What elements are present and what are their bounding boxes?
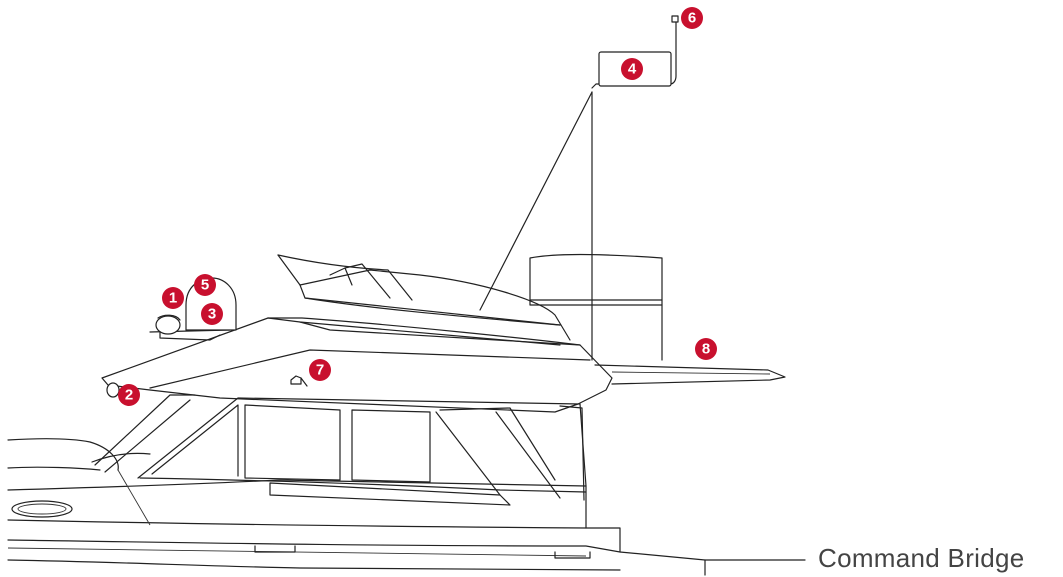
svg-text:8: 8 [702, 341, 710, 358]
mast [479, 15, 679, 361]
diagram-caption: Command Bridge [818, 543, 1025, 573]
callout-1: 1 [162, 287, 184, 309]
flybridge-roof [101, 317, 786, 413]
callout-6: 6 [681, 7, 703, 29]
callout-7: 7 [309, 359, 331, 381]
cabin [94, 394, 587, 506]
svg-text:2: 2 [125, 387, 133, 404]
hardtop [529, 253, 663, 361]
svg-text:6: 6 [688, 10, 696, 27]
svg-text:1: 1 [169, 290, 177, 307]
callout-5: 5 [194, 274, 216, 296]
roof-equipment [106, 277, 308, 398]
windscreen-arch [277, 254, 571, 341]
svg-text:3: 3 [208, 306, 216, 323]
svg-text:5: 5 [201, 277, 209, 294]
callout-2: 2 [118, 384, 140, 406]
callout-3: 3 [201, 303, 223, 325]
svg-text:7: 7 [316, 362, 324, 379]
callout-4: 4 [621, 58, 643, 80]
hull [7, 438, 806, 576]
svg-text:4: 4 [628, 61, 637, 78]
callout-8: 8 [695, 338, 717, 360]
